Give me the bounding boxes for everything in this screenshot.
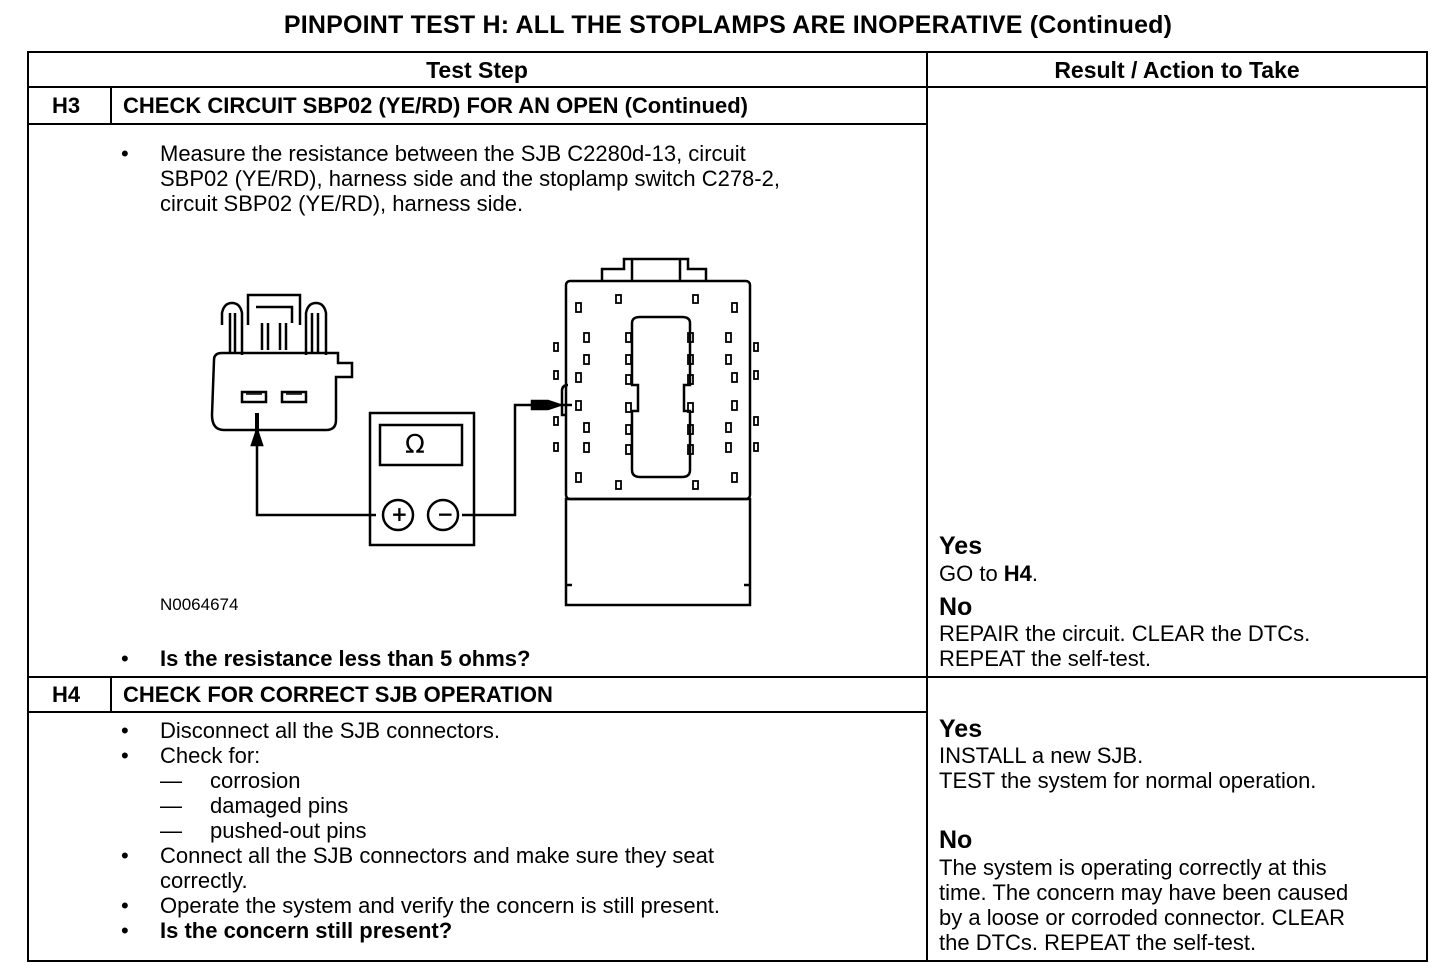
h3-title: CHECK CIRCUIT SBP02 (YE/RD) FOR AN OPEN … (123, 93, 748, 118)
h4-question: Is the concern still present? (160, 918, 453, 943)
dash: — (160, 793, 182, 818)
h3-no-line: REPEAT the self-test. (939, 646, 1151, 671)
h4-no-line: The system is operating correctly at thi… (939, 855, 1327, 880)
h4-no-label: No (939, 826, 973, 854)
figure-id: N0064674 (160, 595, 239, 614)
h4-title: CHECK FOR CORRECT SJB OPERATION (123, 682, 553, 707)
h4-no-line: by a loose or corroded connector. CLEAR (939, 905, 1346, 930)
bullet: • (121, 743, 129, 768)
h3-yes-target: H4 (1003, 561, 1032, 586)
bullet: • (121, 893, 129, 918)
test-table (27, 51, 1428, 962)
h4-code: H4 (52, 682, 81, 707)
h3-instruction-line: Measure the resistance between the SJB C… (160, 141, 746, 166)
bullet: • (121, 918, 129, 943)
h4-code-divider (110, 677, 112, 712)
minus-terminal: − (437, 502, 454, 526)
stoplamp-switch-connector (210, 293, 354, 432)
h3-title-divider (27, 123, 927, 125)
h4-no-line: the DTCs. REPEAT the self-test. (939, 930, 1257, 955)
ohmmeter (368, 411, 476, 547)
h3-instruction-line: SBP02 (YE/RD), harness side and the stop… (160, 166, 780, 191)
bullet: • (121, 141, 129, 166)
sjb-pins (553, 294, 759, 490)
row-divider (27, 676, 1428, 678)
ohm-symbol: Ω (405, 430, 425, 460)
bullet: • (121, 646, 129, 671)
h3-no-text: REPAIR the circuit. CLEAR the DTCs. REPE… (939, 621, 1310, 671)
h4-check-item: corrosion (210, 768, 301, 793)
h4-connect-line: Connect all the SJB connectors and make … (160, 843, 714, 868)
h4-step-check: Check for: (160, 743, 261, 768)
h3-code: H3 (52, 93, 81, 118)
h3-yes-action: GO to (939, 561, 1004, 586)
h4-step-connect: Connect all the SJB connectors and make … (160, 843, 714, 893)
h4-no-line: time. The concern may have been caused (939, 880, 1349, 905)
h3-question: Is the resistance less than 5 ohms? (160, 646, 531, 671)
dash: — (160, 818, 182, 843)
sjb-connector (560, 257, 752, 607)
h4-connect-line: correctly. (160, 868, 248, 893)
test-diagram (210, 257, 759, 607)
h4-step-disconnect: Disconnect all the SJB connectors. (160, 718, 500, 743)
bullet: • (121, 843, 129, 868)
header-test-step: Test Step (426, 57, 528, 83)
plus-terminal: + (391, 502, 408, 526)
h4-yes-label: Yes (939, 715, 983, 743)
h4-check-item: pushed-out pins (210, 818, 367, 843)
h3-code-divider (110, 87, 112, 124)
h3-yes-text: GO to H4. (939, 561, 1038, 586)
h3-no-label: No (939, 593, 973, 621)
h4-yes-text: INSTALL a new SJB. TEST the system for n… (939, 743, 1316, 793)
h4-no-text: The system is operating correctly at thi… (939, 855, 1348, 955)
header-divider (27, 86, 1428, 88)
h4-title-divider (27, 711, 927, 713)
h4-step-operate: Operate the system and verify the concer… (160, 893, 721, 918)
page-title: PINPOINT TEST H: ALL THE STOPLAMPS ARE I… (283, 11, 1173, 39)
h4-yes-line: INSTALL a new SJB. (939, 743, 1144, 768)
header-result: Result / Action to Take (1054, 57, 1300, 83)
column-divider (926, 51, 928, 962)
h3-yes-end: . (1031, 561, 1039, 586)
h3-instruction-line: circuit SBP02 (YE/RD), harness side. (160, 191, 524, 216)
h3-no-line: REPAIR the circuit. CLEAR the DTCs. (939, 621, 1311, 646)
h3-instruction: Measure the resistance between the SJB C… (160, 141, 780, 216)
h4-check-item: damaged pins (210, 793, 349, 818)
h4-yes-line: TEST the system for normal operation. (939, 768, 1317, 793)
h3-yes-label: Yes (939, 532, 983, 560)
bullet: • (121, 718, 129, 743)
dash: — (160, 768, 182, 793)
